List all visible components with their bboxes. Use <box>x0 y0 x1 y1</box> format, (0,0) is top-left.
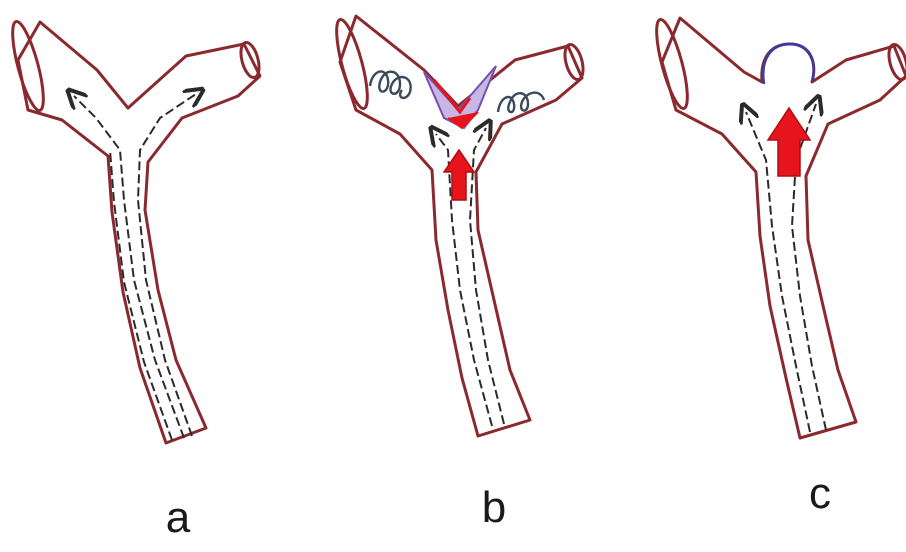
panel-label-a: a <box>166 496 190 540</box>
panel-b-vessel <box>330 16 586 436</box>
panel-c-vessel <box>650 17 906 438</box>
panel-label-b: b <box>482 486 506 530</box>
panel-label-c: c <box>809 472 831 516</box>
panel-a-vessel <box>6 19 262 443</box>
